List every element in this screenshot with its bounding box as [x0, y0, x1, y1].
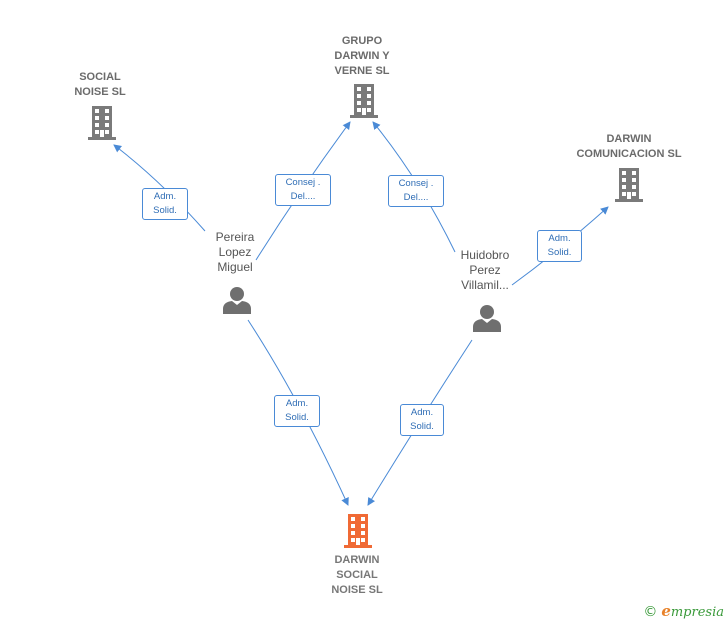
- relation-badge-pereira-social[interactable]: Adm. Solid.: [142, 188, 188, 220]
- relation-badge-huidobro-main[interactable]: Adm. Solid.: [400, 404, 444, 436]
- person-label-huidobro[interactable]: Huidobro Perez Villamil...: [460, 248, 510, 292]
- company-label-darwin-social-noise[interactable]: DARWIN SOCIAL NOISE SL: [331, 554, 383, 596]
- building-icon-main[interactable]: [343, 514, 373, 548]
- brand-logo-initial: e: [661, 602, 671, 620]
- relation-badge-pereira-main[interactable]: Adm. Solid.: [274, 395, 320, 427]
- company-label-social-noise[interactable]: SOCIAL NOISE SL: [74, 71, 126, 98]
- edge-pereira-social: [113, 144, 206, 232]
- building-icon[interactable]: [87, 106, 117, 140]
- company-label-darwin-comunicacion[interactable]: DARWIN COMUNICACION SL: [576, 133, 682, 160]
- person-label-pereira[interactable]: Pereira Lopez Miguel: [215, 230, 255, 274]
- building-icon[interactable]: [614, 168, 644, 202]
- relation-badge-pereira-grupo[interactable]: Consej . Del....: [275, 174, 331, 206]
- relation-badge-huidobro-grupo[interactable]: Consej . Del....: [388, 175, 444, 207]
- brand-logo-text: mpresia: [670, 605, 724, 620]
- relation-badge-huidobro-comunicacion[interactable]: Adm. Solid.: [537, 230, 582, 262]
- copyright-symbol: ©: [643, 604, 658, 620]
- building-icon[interactable]: [349, 84, 379, 118]
- person-icon[interactable]: [222, 286, 252, 314]
- brand-footer: ©empresia: [643, 602, 724, 620]
- company-label-grupo-darwin[interactable]: GRUPO DARWIN Y VERNE SL: [334, 35, 390, 77]
- person-icon[interactable]: [472, 304, 502, 332]
